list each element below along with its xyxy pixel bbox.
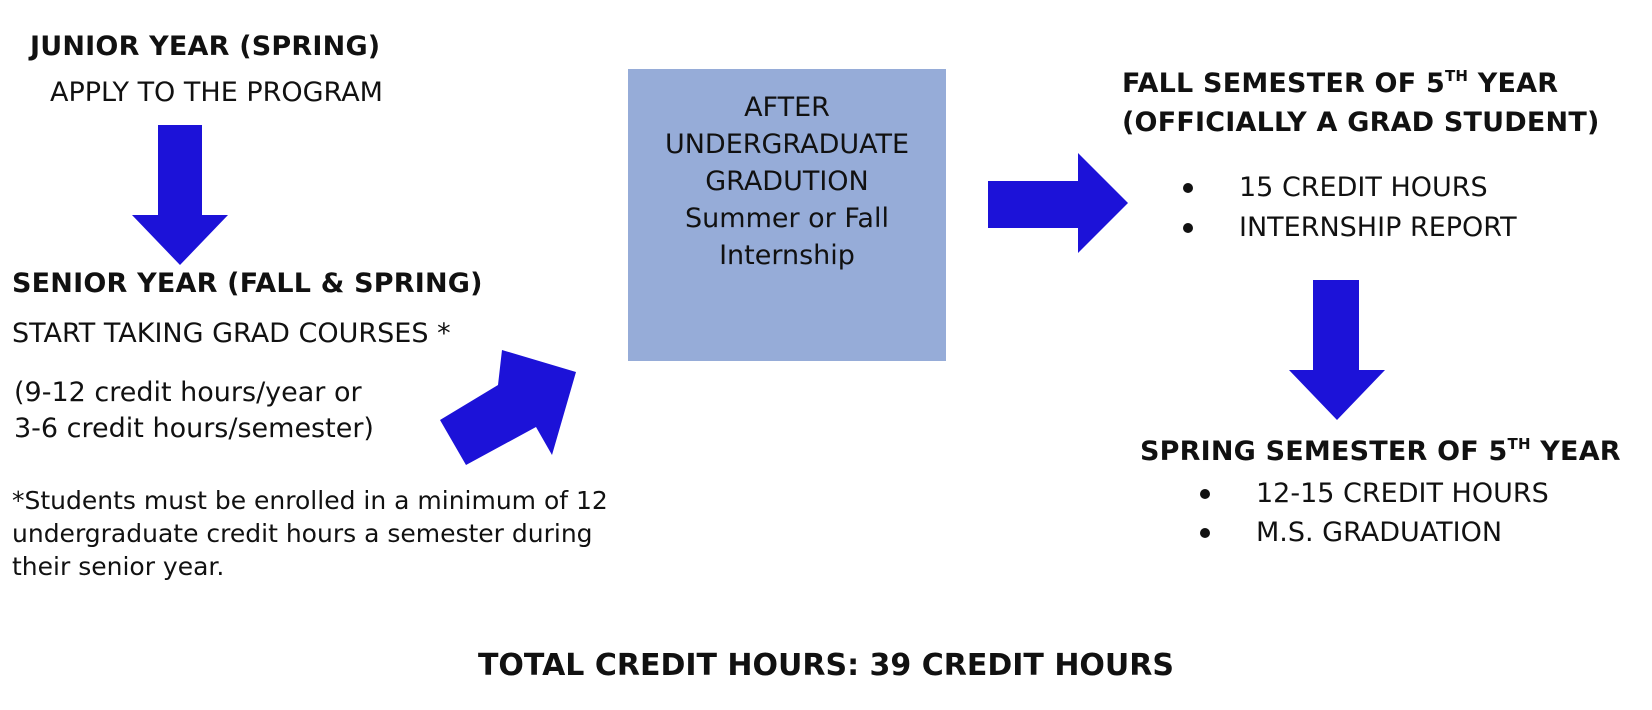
internship-box-line-5: Internship xyxy=(719,240,855,271)
senior-credits-line-2: 3-6 credit hours/semester) xyxy=(14,413,374,444)
fall-list-item-credit-hours: 15 CREDIT HOURS xyxy=(1181,168,1517,208)
senior-note-line-1: *Students must be enrolled in a minimum … xyxy=(12,486,608,515)
spring-heading-superscript: TH xyxy=(1507,435,1531,453)
junior-year-heading: JUNIOR YEAR (SPRING) xyxy=(30,31,381,62)
arrow-right-internship-to-fall xyxy=(988,153,1128,253)
arrow-down-fall-to-spring xyxy=(1289,280,1385,420)
senior-credits-line-1: (9-12 credit hours/year or xyxy=(14,377,362,408)
spring-list-item-graduation: M.S. GRADUATION xyxy=(1198,513,1549,552)
fall-heading-year: YEAR xyxy=(1468,68,1559,99)
fall-list-item-internship-report: INTERNSHIP REPORT xyxy=(1181,208,1517,248)
total-credit-hours: TOTAL CREDIT HOURS: 39 CREDIT HOURS xyxy=(477,648,1175,683)
spring-heading-text: SPRING SEMESTER OF 5 xyxy=(1140,436,1508,467)
senior-year-heading: SENIOR YEAR (FALL & SPRING) xyxy=(12,268,483,299)
fall-5th-year-heading: FALL SEMESTER OF 5TH YEAR xyxy=(1122,68,1558,99)
spring-5th-year-heading: SPRING SEMESTER OF 5TH YEAR xyxy=(1140,436,1621,467)
internship-box-line-1: AFTER xyxy=(744,92,830,123)
senior-note-line-3: their senior year. xyxy=(12,552,225,581)
arrow-down-junior-to-senior xyxy=(132,125,228,265)
spring-list-item-credit-hours: 12-15 CREDIT HOURS xyxy=(1198,474,1549,513)
senior-note: *Students must be enrolled in a minimum … xyxy=(12,484,608,583)
fall-5th-year-subheading: (OFFICIALLY A GRAD STUDENT) xyxy=(1122,107,1600,138)
senior-note-line-2: undergraduate credit hours a semester du… xyxy=(12,519,593,548)
internship-box-line-4: Summer or Fall xyxy=(685,203,889,234)
fall-5th-year-list: 15 CREDIT HOURS INTERNSHIP REPORT xyxy=(1181,168,1517,248)
spring-5th-year-list: 12-15 CREDIT HOURS M.S. GRADUATION xyxy=(1198,474,1549,552)
junior-year-text: APPLY TO THE PROGRAM xyxy=(50,77,383,108)
fall-heading-superscript: TH xyxy=(1444,67,1469,85)
internship-box-line-2: UNDERGRADUATE xyxy=(664,129,910,160)
spring-heading-year: YEAR xyxy=(1530,436,1621,467)
fall-heading-text: FALL SEMESTER OF 5 xyxy=(1122,68,1445,99)
internship-box: AFTER UNDERGRADUATE GRADUTION Summer or … xyxy=(628,69,946,361)
senior-year-text: START TAKING GRAD COURSES * xyxy=(12,318,451,349)
arrow-diagonal-senior-to-internship xyxy=(440,350,576,465)
internship-box-line-3: GRADUTION xyxy=(705,166,869,197)
